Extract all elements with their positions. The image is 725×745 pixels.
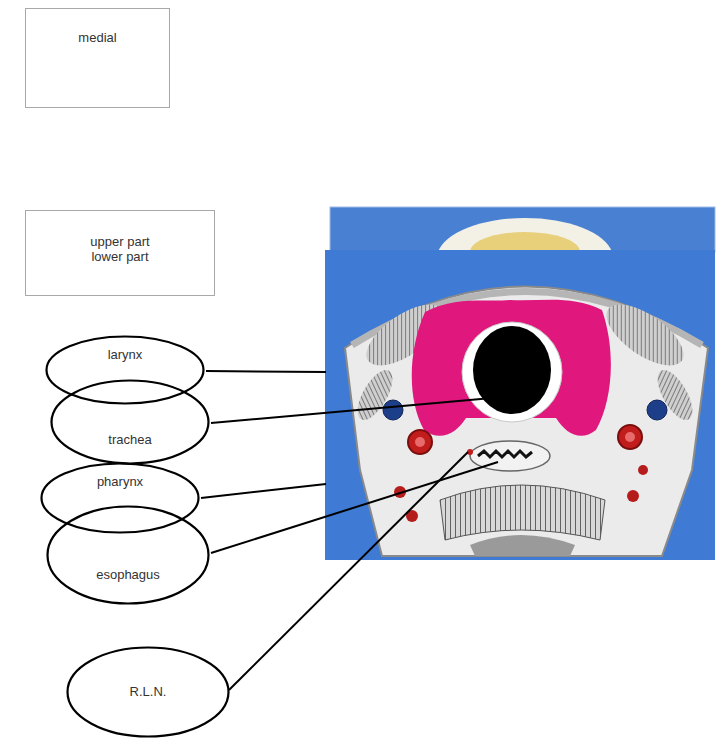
muscle — [597, 293, 694, 377]
leader-line — [206, 371, 326, 372]
ellipse-outline — [45, 335, 205, 405]
ellipse-outline — [50, 379, 210, 465]
trachea-ring — [462, 322, 562, 422]
node-text: larynx — [45, 348, 205, 363]
vein — [647, 400, 667, 420]
label-ellipse: pharynx — [40, 462, 200, 534]
probe-image — [438, 218, 612, 252]
node-text: esophagus — [46, 568, 210, 583]
label-ellipse: trachea — [50, 379, 210, 465]
artery — [618, 425, 642, 449]
node-text: R.L.N. — [66, 685, 230, 700]
vertebra — [470, 535, 575, 556]
leader-line — [211, 398, 492, 423]
image-strip — [330, 207, 715, 252]
probe-image — [470, 232, 580, 252]
label-box: medial — [25, 8, 170, 108]
artery — [625, 432, 635, 442]
node-text: upper part — [26, 235, 214, 250]
thyroid-gland — [412, 300, 611, 436]
ellipse-outline — [52, 381, 209, 464]
node-text: lower part — [26, 250, 214, 265]
leader-line — [229, 452, 468, 690]
label-ellipse: larynx — [45, 335, 205, 405]
leader-line — [211, 462, 498, 553]
node-text: medial — [26, 31, 169, 46]
artery — [627, 490, 639, 502]
node-text: trachea — [50, 433, 210, 448]
neck-section — [345, 287, 708, 557]
vein — [383, 400, 403, 420]
label-ellipse: esophagus — [46, 505, 210, 605]
ellipse-outline — [48, 507, 209, 604]
artery — [408, 430, 432, 454]
esophagus-lumen — [478, 451, 532, 457]
leader-line — [201, 484, 326, 498]
ellipse-outline — [46, 505, 210, 605]
trachea-lumen — [473, 326, 551, 414]
image-panel — [325, 250, 715, 560]
label-box: upper partlower part — [25, 210, 215, 296]
ellipse-outline — [40, 462, 200, 534]
artery — [638, 465, 648, 475]
node-text: pharynx — [40, 475, 200, 490]
artery — [415, 437, 425, 447]
label-ellipse: R.L.N. — [66, 646, 230, 738]
vertebra — [440, 485, 605, 540]
